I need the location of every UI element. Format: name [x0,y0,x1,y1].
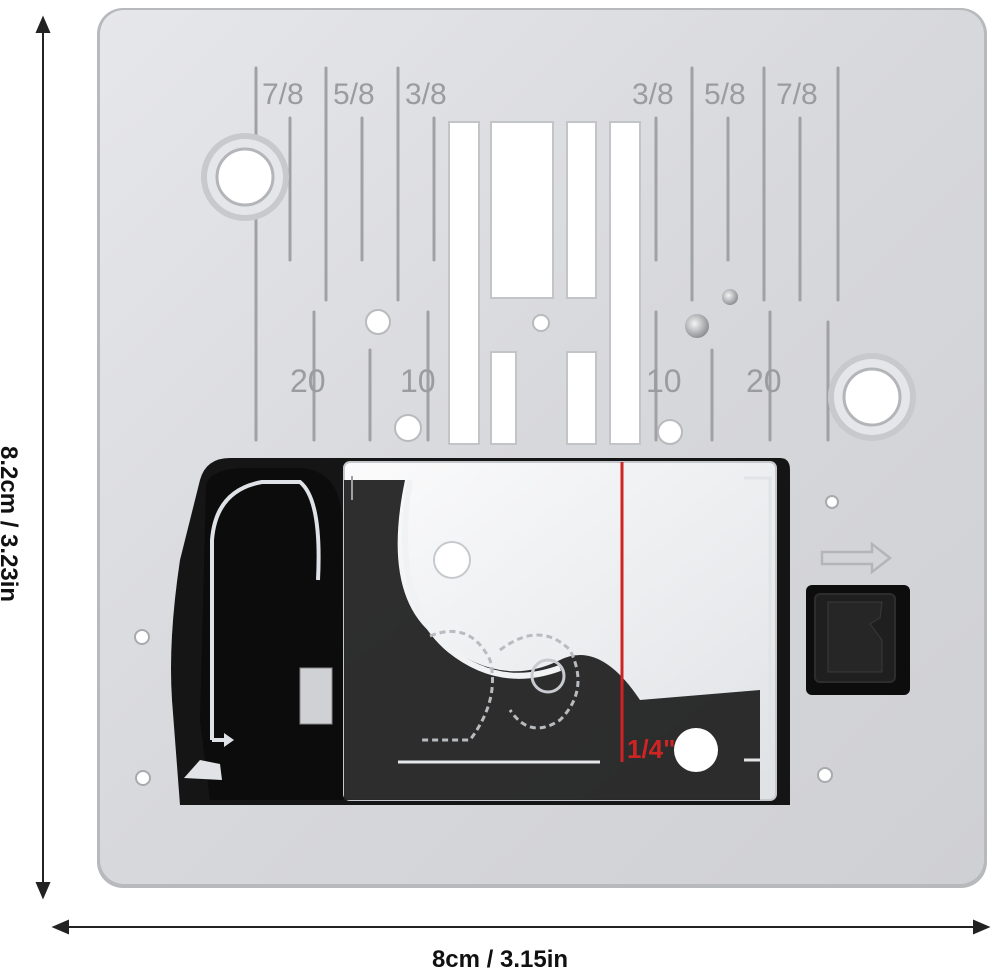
seam-label-top-right-3: 7/8 [776,78,818,111]
seam-label-top-right-1: 3/8 [632,78,674,111]
mm-label-left-10: 10 [400,363,436,399]
width-dimension-arrow [51,919,991,935]
seam-guide-lines [254,66,840,442]
mm-label-left-20: 20 [290,363,326,399]
mounting-hole-left [201,133,289,221]
height-dimension-arrow [35,15,51,900]
feed-dog-slots [448,121,641,445]
seam-label-top-left-3: 3/8 [405,78,447,111]
bobbin-cover-release-button[interactable] [806,585,910,695]
mm-label-right-10: 10 [646,363,682,399]
mm-label-right-20: 20 [746,363,782,399]
pin-screws [134,289,839,786]
width-dimension-label: 8cm / 3.15in [431,946,569,973]
seam-label-top-left-2: 5/8 [333,78,375,111]
bobbin-cover-clear[interactable]: 1/4" [343,461,777,801]
seam-label-top-right-2: 5/8 [704,78,746,111]
quarter-inch-label: 1/4" [627,734,675,764]
right-arrow-icon [820,541,893,575]
height-dimension-label: 8.2cm / 3.23in [0,446,22,603]
small-holes [365,309,683,445]
mounting-hole-right [828,353,916,441]
seam-label-top-left-1: 7/8 [262,78,304,111]
